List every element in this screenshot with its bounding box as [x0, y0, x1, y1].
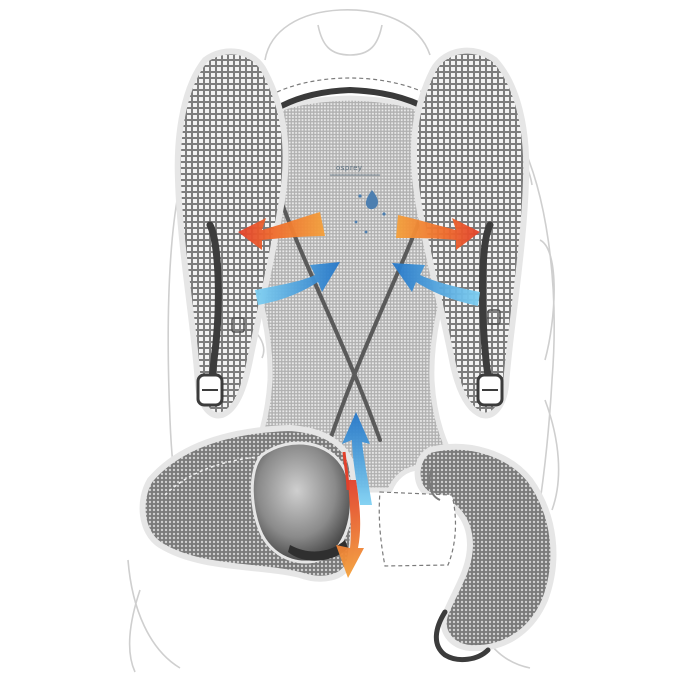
left-sternum-buckle-icon	[196, 373, 224, 407]
cool-air-in-right-arrow	[392, 263, 480, 306]
warm-air-down-arrow	[336, 480, 364, 578]
hydration-logo: osprey	[330, 164, 386, 234]
hydration-drop-icon	[354, 190, 386, 234]
warm-air-out-right-arrow	[396, 215, 480, 250]
right-strap-clip-icon	[487, 309, 501, 325]
right-hip-belt-tail	[433, 609, 491, 663]
right-sternum-buckle-icon	[476, 373, 504, 407]
cool-air-in-left-arrow	[255, 262, 340, 305]
logo-text: osprey	[336, 164, 363, 172]
left-shoulder-strap	[174, 48, 289, 419]
left-strap-clip-icon	[231, 317, 245, 333]
hipbelt-pocket	[378, 491, 457, 567]
warm-air-out-left-arrow	[238, 212, 325, 250]
lumbar-pad	[250, 441, 353, 564]
cool-air-up-arrow	[342, 412, 372, 505]
